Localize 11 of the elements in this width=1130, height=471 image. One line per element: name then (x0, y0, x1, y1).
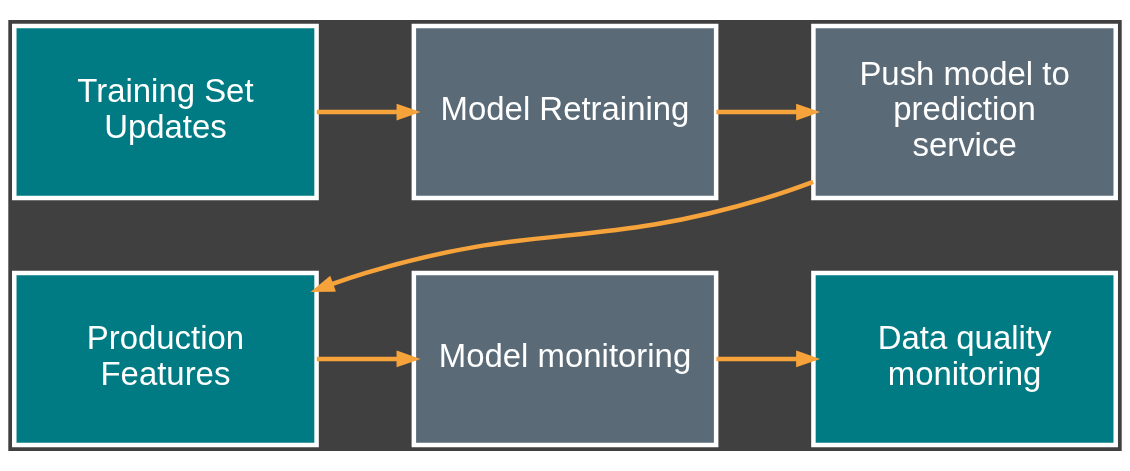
node-box: Model Retraining (411, 23, 719, 201)
node-box: Model monitoring (411, 270, 719, 448)
arrow (316, 103, 421, 121)
arrow (716, 103, 821, 121)
node-box: Push model to prediction service (811, 23, 1118, 201)
arrow (310, 179, 814, 292)
arrow (716, 350, 821, 368)
node-box: Production Features (12, 270, 319, 448)
node-box: Data quality monitoring (811, 270, 1118, 448)
node-box: Training Set Updates (12, 23, 319, 201)
arrow (316, 350, 421, 368)
